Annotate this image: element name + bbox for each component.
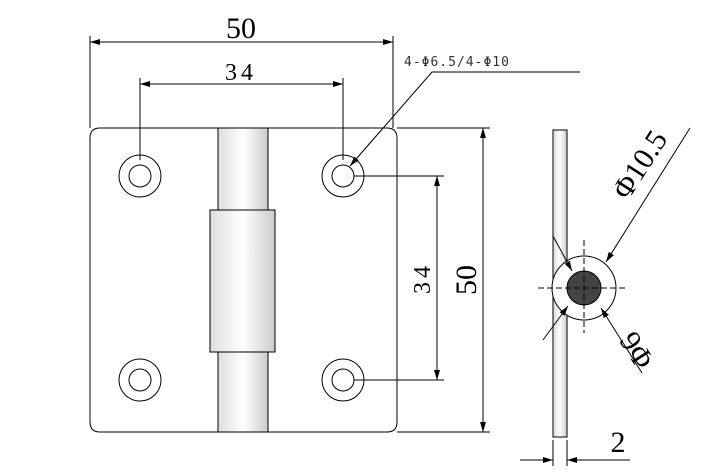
thickness-dim: 2 <box>611 426 626 459</box>
knuckle-diameter-dim: Φ10.5 <box>606 125 674 205</box>
height-dim: 50 <box>450 265 483 295</box>
hole-spacing-h-dim: 34 <box>225 60 257 86</box>
left-leaf <box>89 127 219 433</box>
pin-diameter-dim: Φ6 <box>613 326 661 375</box>
hole-spacing-v-dim: 34 <box>410 262 436 294</box>
top-dimension-lines <box>89 36 394 160</box>
hole-callout: 4-Φ6.5/4-Φ10 <box>404 55 510 70</box>
hole-callout-leader <box>349 71 580 167</box>
right-dimension-lines <box>354 127 490 433</box>
right-leaf <box>267 127 398 433</box>
knuckle-top <box>217 127 269 211</box>
knuckle-middle <box>209 209 276 353</box>
knuckle-bottom <box>217 351 269 433</box>
side-view-dimension-lines <box>520 127 691 466</box>
width-dim: 50 <box>226 12 256 45</box>
